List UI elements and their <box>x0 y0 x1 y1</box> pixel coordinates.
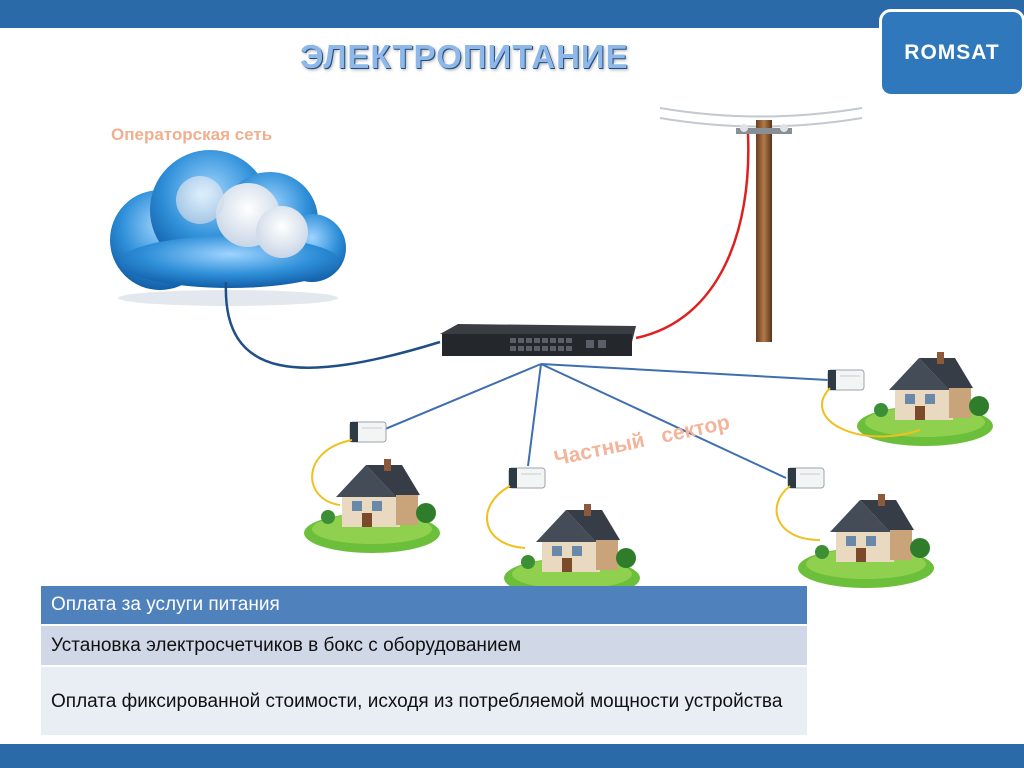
device-3-icon <box>787 467 825 489</box>
operator-cloud-icon <box>110 150 346 306</box>
drop-cable-4 <box>821 387 921 438</box>
table-row: Установка электросчетчиков в бокс с обор… <box>41 626 807 667</box>
house-4-icon <box>857 352 993 446</box>
drop-cable-3 <box>775 485 821 541</box>
house-3-icon <box>798 494 934 588</box>
table-row: Оплата фиксированной стоимости, исходя и… <box>41 667 807 737</box>
table-header: Оплата за услуги питания <box>41 586 807 626</box>
backbone-cable <box>224 281 441 369</box>
house-1-icon <box>304 459 440 553</box>
house-2-icon <box>504 504 640 598</box>
logo-text: ROMSAT <box>904 41 1000 64</box>
top-bar <box>0 0 1024 28</box>
bottom-bar <box>0 744 1024 768</box>
network-switch-icon <box>440 324 636 356</box>
romsat-logo: ROMSAT <box>879 9 1024 97</box>
info-table: Оплата за услуги питания Установка элект… <box>41 586 807 737</box>
device-2-icon <box>508 467 546 489</box>
device-1-icon <box>349 421 387 443</box>
drop-cable-2 <box>486 485 526 549</box>
slide-title: ЭЛЕКТРОПИТАНИЕ <box>300 38 629 75</box>
device-4-icon <box>827 369 865 391</box>
power-cable <box>635 133 750 340</box>
power-pole-icon <box>659 107 863 342</box>
operator-network-label: Операторская сеть <box>111 125 273 144</box>
drop-cable-1 <box>311 439 353 506</box>
access-links <box>377 363 829 479</box>
